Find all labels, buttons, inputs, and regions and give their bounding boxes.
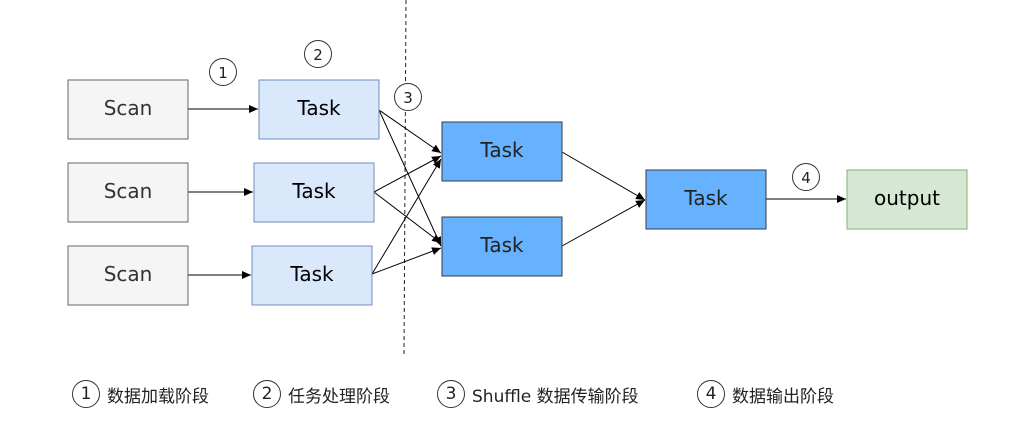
stage-marker-1: 1 xyxy=(209,58,237,86)
task-node-3-label: Task xyxy=(289,262,334,286)
stage-marker-3: 3 xyxy=(394,83,422,111)
shuffle-task-node-2: Task xyxy=(441,216,563,277)
stage-marker-2-label: 2 xyxy=(313,46,323,64)
output-node-label: output xyxy=(874,186,940,210)
task-node-1: Task xyxy=(258,79,380,140)
legend-number-4: 4 xyxy=(697,380,725,408)
legend-text-4: 数据输出阶段 xyxy=(732,386,834,407)
stage-marker-1-label: 1 xyxy=(218,64,228,82)
stage-marker-4: 4 xyxy=(792,163,820,191)
legend-item-3: 3 Shuffle 数据传输阶段 xyxy=(437,378,639,410)
legend-number-1: 1 xyxy=(72,380,100,408)
edge-task1-shuffle1 xyxy=(378,109,442,154)
legend-number-2: 2 xyxy=(253,380,281,408)
edge-shuffle1-final xyxy=(561,151,646,201)
task-node-2-label: Task xyxy=(291,179,336,203)
shuffle-boundary-line xyxy=(403,0,407,357)
edge-shuffle2-final xyxy=(561,199,646,247)
edge-task3-shuffle2 xyxy=(371,247,442,275)
legend-item-4: 4 数据输出阶段 xyxy=(697,378,834,410)
scan-node-2: Scan xyxy=(67,162,189,223)
final-task-node-label: Task xyxy=(683,186,728,210)
edge-task2-shuffle2 xyxy=(373,191,442,244)
shuffle-task-node-1-label: Task xyxy=(479,138,524,162)
final-task-node: Task xyxy=(645,169,767,230)
stage-marker-4-label: 4 xyxy=(801,169,811,187)
legend-item-2: 2 任务处理阶段 xyxy=(253,378,390,410)
scan-node-3: Scan xyxy=(67,245,189,306)
scan-node-2-label: Scan xyxy=(104,179,153,203)
shuffle-task-node-1: Task xyxy=(441,121,563,182)
legend-text-3: Shuffle 数据传输阶段 xyxy=(472,386,639,407)
edge-task3-shuffle1 xyxy=(371,158,442,275)
task-node-3: Task xyxy=(251,245,373,306)
output-node: output xyxy=(846,169,968,230)
task-node-2: Task xyxy=(253,162,375,223)
edge-task1-shuffle2 xyxy=(378,109,442,247)
scan-node-1-label: Scan xyxy=(104,96,153,120)
legend-item-1: 1 数据加载阶段 xyxy=(72,378,209,410)
legend-number-3: 3 xyxy=(437,380,465,408)
legend-text-1: 数据加载阶段 xyxy=(107,386,209,407)
task-node-1-label: Task xyxy=(296,96,341,120)
shuffle-task-node-2-label: Task xyxy=(479,233,524,257)
scan-node-3-label: Scan xyxy=(104,262,153,286)
stage-marker-3-label: 3 xyxy=(403,89,413,107)
stage-marker-2: 2 xyxy=(304,40,332,68)
scan-node-1: Scan xyxy=(67,79,189,140)
edge-task2-shuffle1 xyxy=(373,155,442,193)
legend-text-2: 任务处理阶段 xyxy=(288,386,390,407)
